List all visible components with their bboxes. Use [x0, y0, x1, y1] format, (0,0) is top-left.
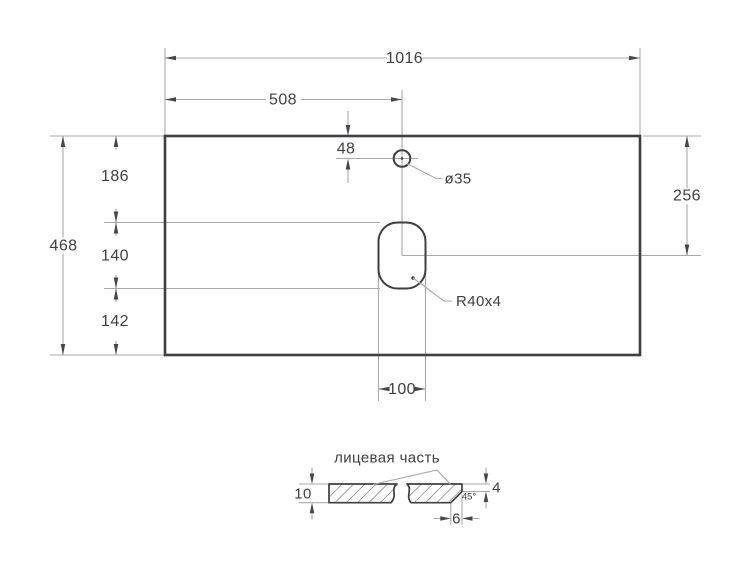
- dim-cutout-width-label: 100: [388, 381, 416, 398]
- cutout-radius-label: R40x4: [456, 293, 501, 310]
- label-backing: [45, 237, 82, 254]
- face-side-callout: лицевая часть: [334, 450, 451, 486]
- dim-total-width-label: 1016: [386, 50, 423, 67]
- dim-arrows: [345, 125, 351, 170]
- dim-thickness-label: 10: [294, 486, 312, 503]
- faucet-hole: [392, 149, 412, 168]
- dim-cutout-center-depth: 256: [668, 136, 706, 256]
- plan-view: 1016 508 48 468 186: [45, 48, 706, 401]
- faucet-hole-circle: [392, 149, 412, 168]
- countertop-outline: [163, 134, 642, 357]
- dim-back-to-cutout-label: 186: [101, 168, 129, 185]
- dim-arrows: [440, 516, 473, 521]
- dim-cutout-width: 100: [378, 381, 426, 398]
- dim-total-depth: 468: [45, 136, 82, 355]
- dim-cutout-to-front: 142: [101, 288, 129, 355]
- dim-hole-offset-left: 508: [165, 91, 402, 109]
- dim-cutout-depth: 140: [101, 222, 129, 289]
- label-backing: [266, 91, 301, 108]
- dim-arrows: [378, 386, 426, 392]
- dim-total-width: 1016: [165, 50, 640, 67]
- dim-cutout-depth-label: 140: [101, 248, 129, 265]
- dim-chamfer-width-label: 6: [452, 511, 461, 528]
- extension-lines: [50, 48, 701, 401]
- dim-cutout-center-depth-label: 256: [673, 188, 701, 205]
- section-slab-left: [328, 483, 398, 504]
- leader-line: [412, 277, 452, 302]
- section-view: лицевая часть 10 4 45° 6: [294, 450, 501, 528]
- dim-edge-height-label: 4: [492, 480, 501, 497]
- dim-total-depth-label: 468: [50, 238, 78, 255]
- hole-diameter-label: ø35: [445, 171, 472, 188]
- leader-line: [406, 163, 442, 180]
- dim-back-to-cutout: 186: [101, 136, 129, 223]
- section-extension-lines: [299, 483, 490, 525]
- faucet-hole-center-mark: [400, 157, 404, 160]
- dim-arrows: [309, 473, 315, 514]
- dim-thickness: 10: [294, 467, 315, 520]
- dim-edge-height: 4: [483, 467, 501, 509]
- hole-diameter-callout: ø35: [406, 163, 472, 188]
- dim-hole-offset-left-label: 508: [269, 92, 297, 109]
- leader-line: [372, 469, 451, 486]
- label-backing: [668, 188, 706, 204]
- dim-chamfer-width: 6: [433, 511, 480, 528]
- basin-cutout: [377, 221, 427, 290]
- dim-hole-offset-top: 48: [337, 111, 356, 183]
- dim-arrows: [483, 473, 489, 502]
- label-backing: [387, 50, 422, 66]
- section-slab-right: [406, 483, 463, 504]
- label-backing: [386, 381, 418, 397]
- cutout-radius-callout: R40x4: [411, 276, 501, 310]
- dim-cutout-to-front-label: 142: [101, 313, 129, 330]
- dim-hole-offset-top-label: 48: [337, 141, 356, 158]
- face-side-label: лицевая часть: [334, 450, 440, 467]
- chamfer-angle-label: 45°: [462, 492, 477, 503]
